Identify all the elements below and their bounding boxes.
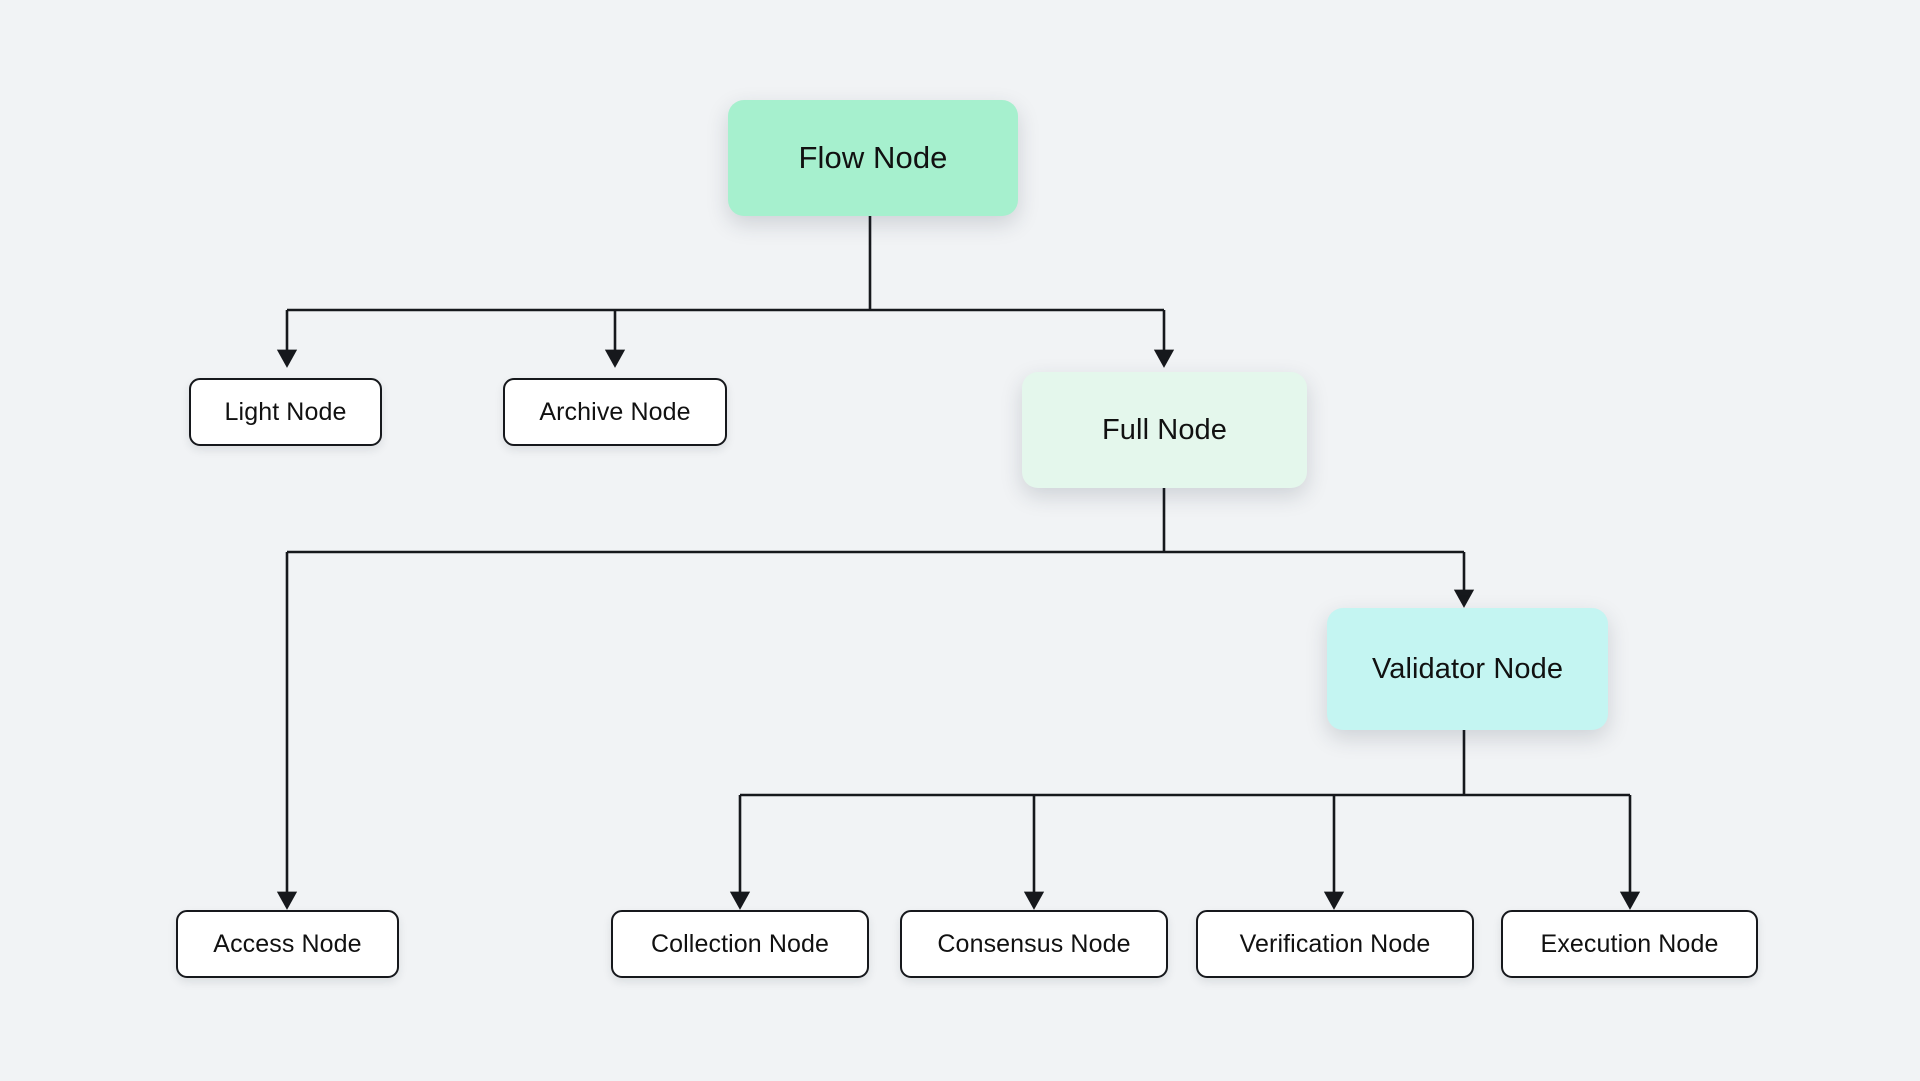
node-label: Verification Node xyxy=(1239,929,1431,958)
node-label: Archive Node xyxy=(539,397,691,426)
node-archive-node[interactable]: Archive Node xyxy=(503,378,727,446)
node-validator-node[interactable]: Validator Node xyxy=(1327,608,1608,730)
node-access-node[interactable]: Access Node xyxy=(176,910,399,978)
node-label: Access Node xyxy=(213,929,362,958)
node-light-node[interactable]: Light Node xyxy=(189,378,382,446)
node-label: Consensus Node xyxy=(937,929,1131,958)
node-flow-node[interactable]: Flow Node xyxy=(728,100,1018,216)
node-label: Light Node xyxy=(224,397,347,426)
node-full-node[interactable]: Full Node xyxy=(1022,372,1307,488)
node-label: Flow Node xyxy=(798,140,948,175)
node-verification-node[interactable]: Verification Node xyxy=(1196,910,1474,978)
node-label: Full Node xyxy=(1101,413,1227,446)
node-label: Execution Node xyxy=(1540,929,1719,958)
node-consensus-node[interactable]: Consensus Node xyxy=(900,910,1168,978)
node-label: Collection Node xyxy=(651,929,829,958)
node-execution-node[interactable]: Execution Node xyxy=(1501,910,1758,978)
node-label: Validator Node xyxy=(1371,652,1564,685)
node-collection-node[interactable]: Collection Node xyxy=(611,910,869,978)
